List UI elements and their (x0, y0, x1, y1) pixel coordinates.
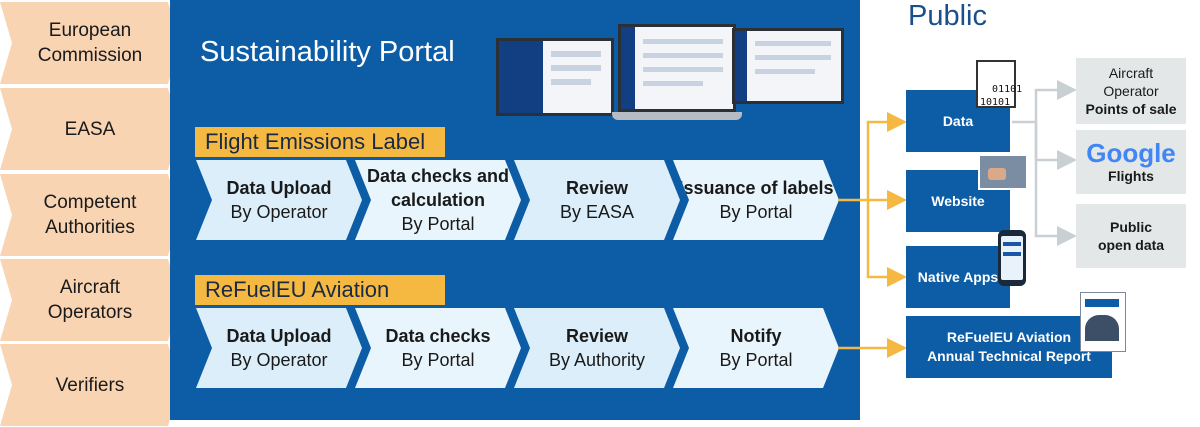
channel-data: Data (906, 90, 1010, 152)
refueleu-aviation-tag: ReFuelEU Aviation (195, 275, 445, 305)
stakeholder-aircraft-operators: Aircraft Operators (0, 259, 180, 341)
consumer-public-open-data: Public open data (1076, 204, 1186, 268)
stakeholder-verifiers: Verifiers (0, 344, 180, 426)
step-actor: By Authority (548, 350, 646, 370)
channel-label: ReFuelEU Aviation Annual Technical Repor… (927, 329, 1091, 364)
step-actor: By Portal (719, 350, 793, 370)
document-icon: 01101 10101 (976, 60, 1022, 108)
consumer-line: Aircraft (1108, 65, 1154, 81)
channel-native-apps: Native Apps (906, 246, 1010, 308)
step-actor: By Portal (401, 214, 475, 234)
monitor-icon (732, 28, 844, 104)
step-title: Data checks and calculation (366, 166, 510, 210)
step-notify-portal: Notify By Portal (673, 308, 839, 388)
report-icon (1080, 292, 1126, 352)
consumer-aircraft-operator: Aircraft Operator Points of sale (1076, 58, 1186, 124)
photo-icon (978, 154, 1028, 190)
monitor-icon (496, 38, 614, 116)
stakeholder-competent-authorities: Competent Authorities (0, 174, 180, 256)
step-issuance-labels: Issuance of labels By Portal (673, 160, 839, 240)
flight-emissions-label-tag: Flight Emissions Label (195, 127, 445, 157)
consumer-bold: Public open data (1097, 219, 1165, 253)
step-title: Review (565, 326, 629, 346)
consumer-google-flights: Google Flights (1076, 130, 1186, 194)
step-actor: By EASA (559, 202, 635, 222)
portal-title: Sustainability Portal (200, 36, 455, 68)
step-actor: By Portal (719, 202, 793, 222)
public-title: Public (908, 0, 987, 32)
step-actor: By Operator (230, 202, 328, 222)
step-title: Data checks (385, 326, 491, 346)
step-title: Data Upload (226, 178, 332, 198)
binary-text: 01101 10101 (980, 84, 1023, 108)
step-title: Notify (730, 326, 782, 346)
consumer-bold: Flights (1108, 168, 1154, 184)
channel-label: Website (931, 192, 985, 209)
consumer-line: Operator (1103, 83, 1159, 99)
step-review-authority: Review By Authority (514, 308, 680, 388)
phone-icon (998, 230, 1026, 286)
step-data-checks-calculation: Data checks and calculation By Portal (355, 160, 521, 240)
step-data-upload-operator-refuel: Data Upload By Operator (196, 308, 362, 388)
step-title: Review (565, 178, 629, 198)
step-data-checks-portal: Data checks By Portal (355, 308, 521, 388)
step-review-easa: Review By EASA (514, 160, 680, 240)
laptop-icon (612, 24, 742, 128)
consumer-bold: Points of sale (1085, 101, 1177, 117)
channel-label: Native Apps (917, 268, 999, 285)
channel-label: Data (942, 112, 974, 129)
google-logo: Google (1086, 138, 1176, 168)
stakeholder-european-commission: European Commission (0, 2, 180, 84)
step-actor: By Portal (401, 350, 475, 370)
step-title: Data Upload (226, 326, 332, 346)
stakeholder-easa: EASA (0, 88, 180, 170)
step-data-upload-operator: Data Upload By Operator (196, 160, 362, 240)
channel-refueleu-report: ReFuelEU Aviation Annual Technical Repor… (906, 316, 1112, 378)
step-title: Issuance of labels (678, 178, 834, 198)
step-actor: By Operator (230, 350, 328, 370)
